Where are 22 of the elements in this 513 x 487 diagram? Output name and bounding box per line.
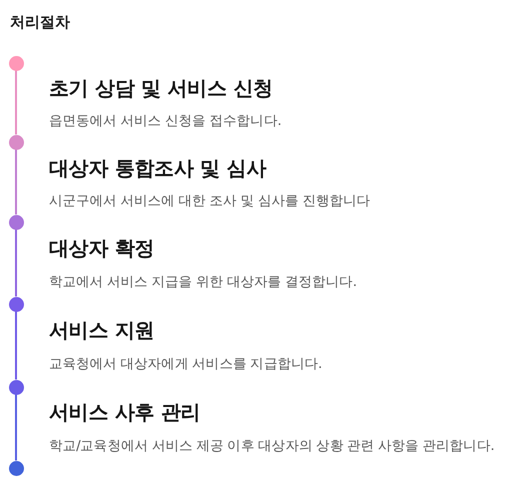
step-heading: 초기 상담 및 서비스 신청	[49, 75, 273, 102]
timeline-dot	[8, 134, 24, 150]
step-heading: 대상자 통합조사 및 심사	[49, 155, 266, 182]
title: 처리절차	[10, 12, 70, 32]
connector-line	[15, 394, 17, 460]
connector-line	[15, 150, 17, 214]
step-heading: 대상자 확정	[49, 235, 154, 262]
step-description: 시군구에서 서비스에 대한 조사 및 심사를 진행합니다	[49, 192, 370, 210]
step-description: 학교/교육청에서 서비스 제공 이후 대상자의 상황 관련 사항을 관리합니다.	[49, 437, 494, 455]
connector-line	[15, 70, 17, 134]
step-heading: 서비스 지원	[49, 317, 154, 344]
timeline-dot	[8, 380, 24, 394]
connector-line	[15, 312, 17, 380]
step-description: 교육청에서 대상자에게 서비스를 지급합니다.	[49, 355, 322, 373]
connector-line	[15, 230, 17, 296]
step-description: 학교에서 서비스 지급을 위한 대상자를 결정합니다.	[49, 273, 357, 291]
timeline-dot	[8, 296, 24, 312]
timeline-dot	[8, 460, 24, 476]
step-description: 읍면동에서 서비스 신청을 접수합니다.	[49, 112, 282, 130]
timeline-dot	[8, 214, 24, 230]
step-heading: 서비스 사후 관리	[49, 399, 200, 426]
timeline-dot	[8, 56, 24, 70]
